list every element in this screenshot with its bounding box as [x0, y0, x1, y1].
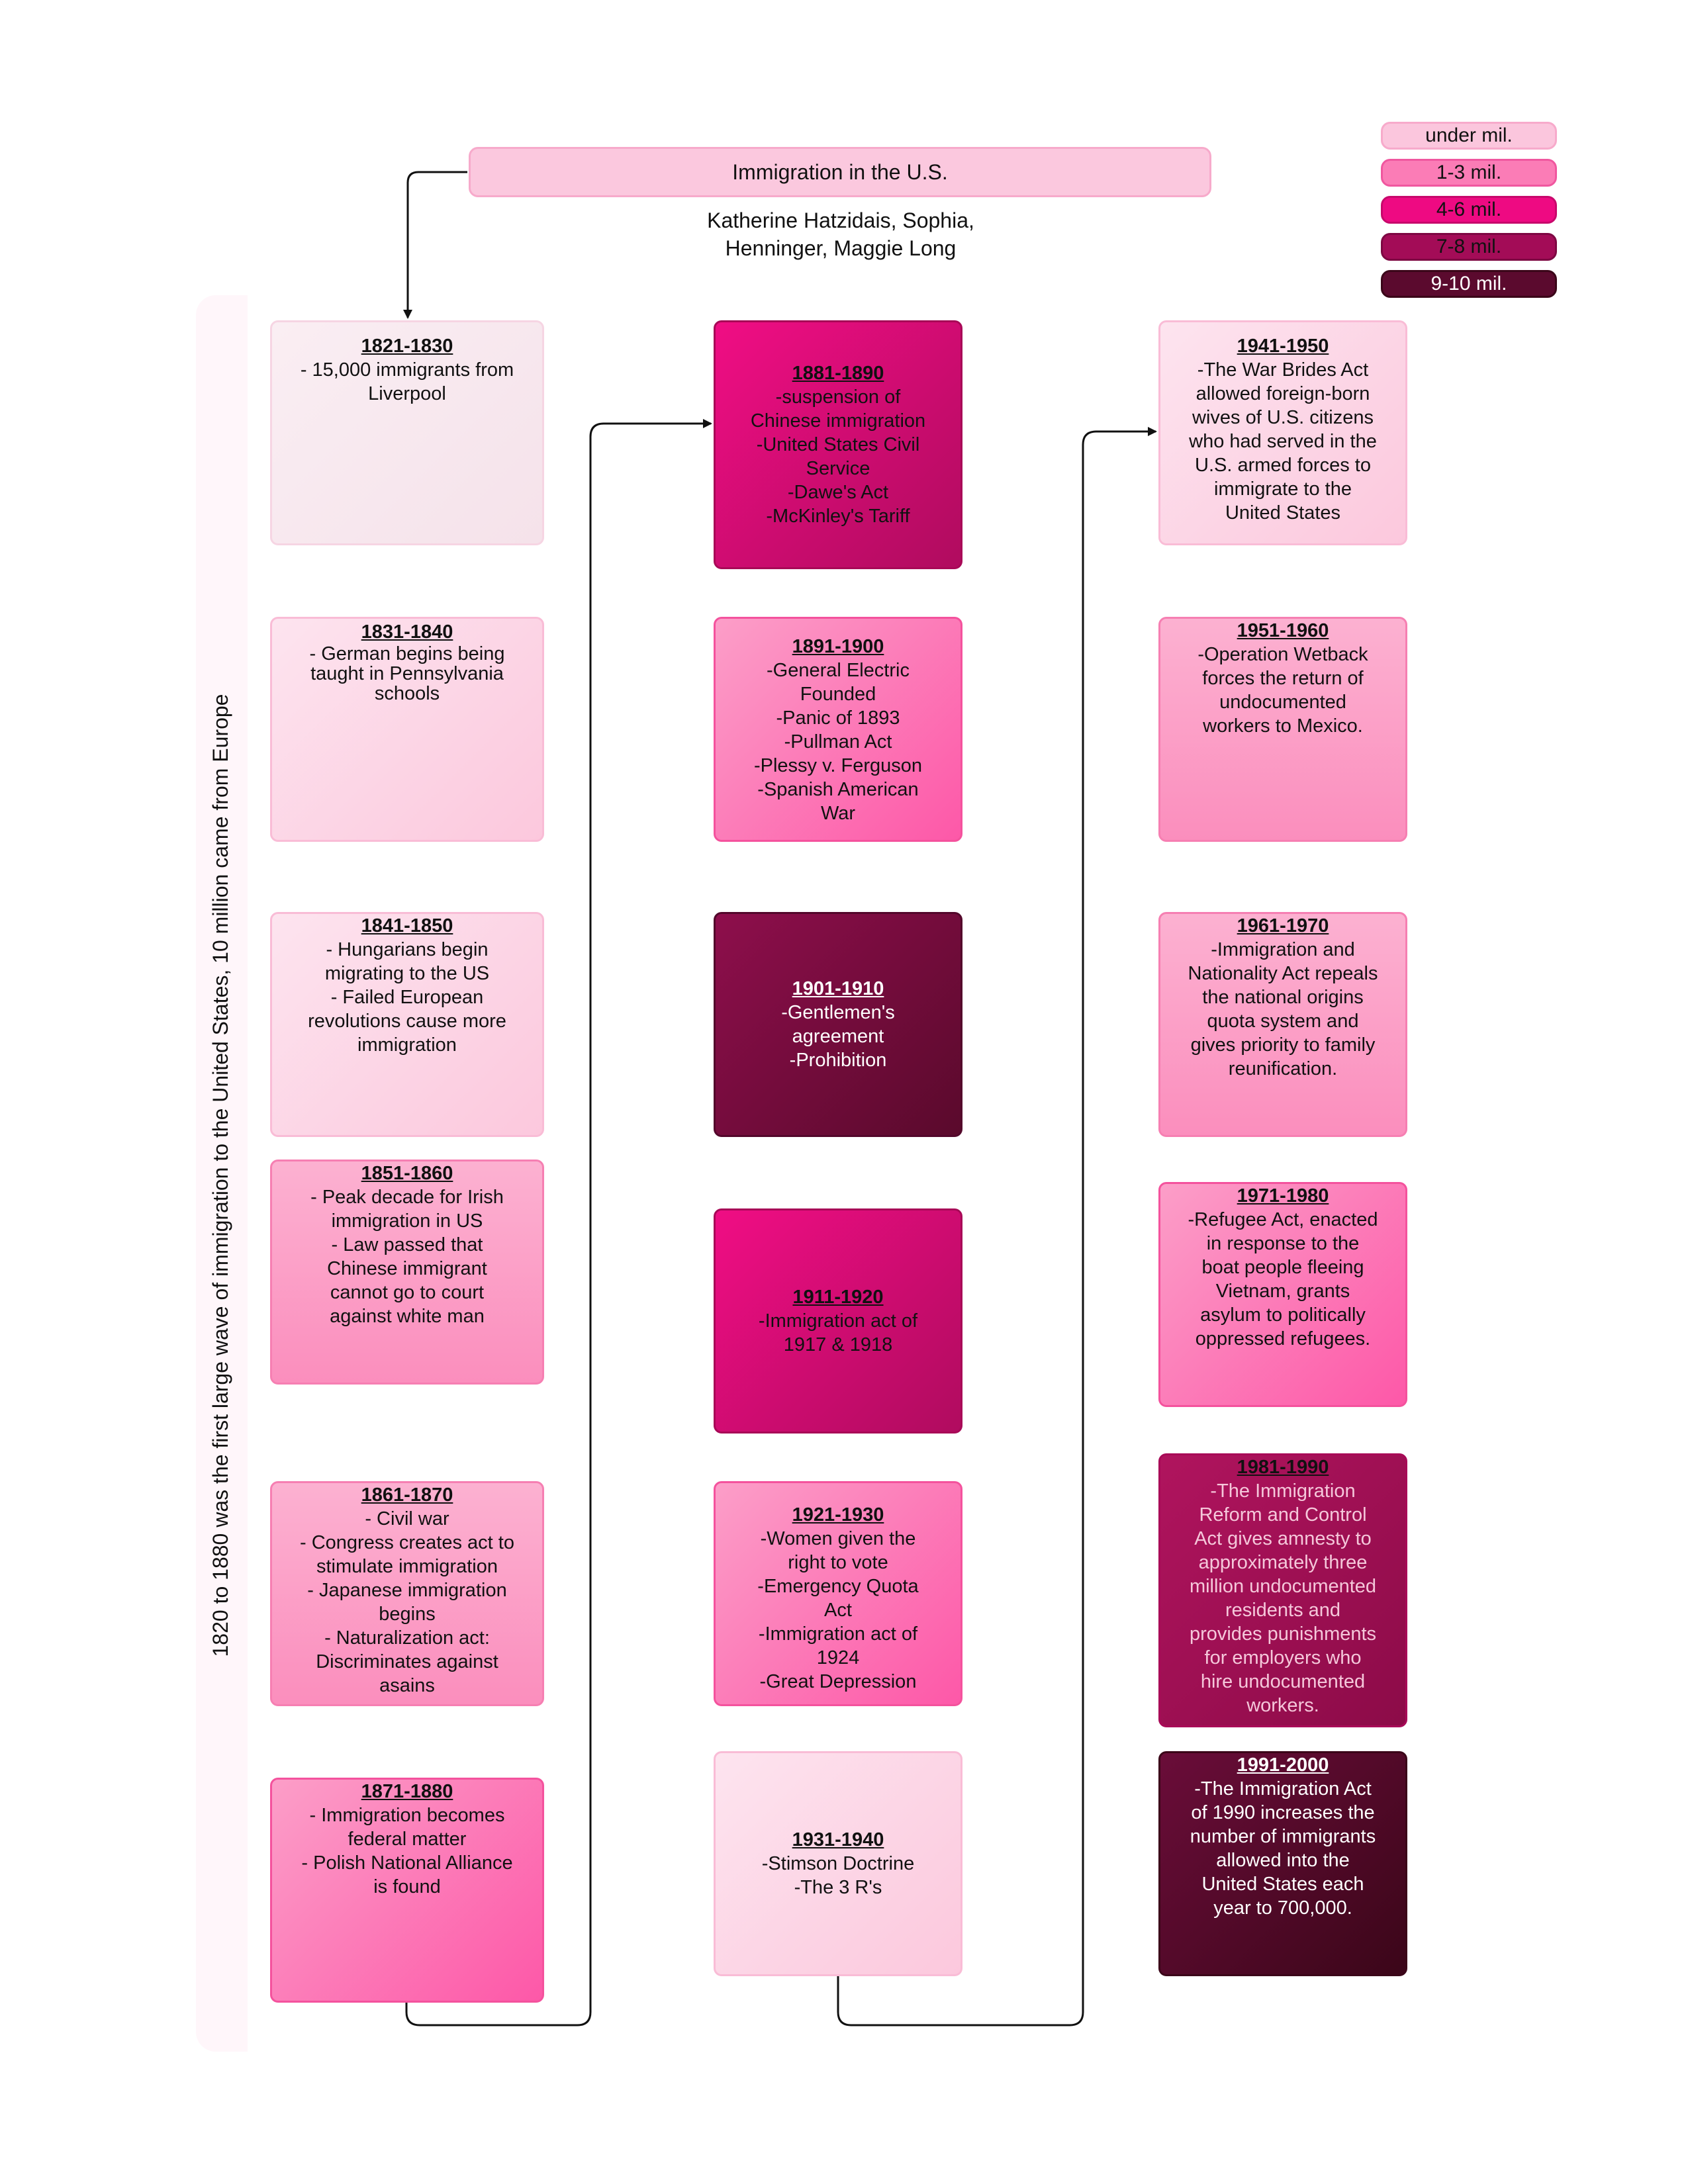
- decade-box-1881-1890: 1881-1890 -suspension of Chinese immigra…: [714, 320, 962, 569]
- arrow-title-to-1821: [403, 171, 467, 319]
- decade-text: -Gentlemen's agreement -Prohibition: [781, 1002, 895, 1071]
- authors-line-1: Katherine Hatzidais, Sophia,: [707, 208, 974, 232]
- decade-text: - Hungarians begin migrating to the US -…: [308, 939, 506, 1056]
- decade-text: -Women given the right to vote -Emergenc…: [757, 1528, 919, 1692]
- authors-line-2: Henninger, Maggie Long: [725, 236, 957, 260]
- decade-years: 1881-1890: [792, 363, 884, 384]
- decade-years: 1961-1970: [1237, 915, 1329, 936]
- decade-text: -Immigration and Nationality Act repeals…: [1188, 939, 1378, 1079]
- decade-years: 1921-1930: [792, 1504, 884, 1525]
- arrow-col2-to-col3: [837, 427, 1157, 2026]
- decade-text: -General Electric Founded -Panic of 1893…: [753, 660, 923, 824]
- decade-text: -Immigration act of 1917 & 1918: [758, 1310, 918, 1355]
- decade-years: 1951-1960: [1237, 620, 1329, 641]
- decade-years: 1871-1880: [361, 1781, 453, 1802]
- decade-box-1951-1960: 1951-1960 -Operation Wetback forces the …: [1158, 617, 1407, 842]
- decade-box-1971-1980: 1971-1980 -Refugee Act, enacted in respo…: [1158, 1182, 1407, 1407]
- decade-box-1831-1840: 1831-1840 - German begins being taught i…: [270, 617, 544, 842]
- decade-years: 1941-1950: [1237, 336, 1329, 357]
- decade-box-1931-1940: 1931-1940 -Stimson Doctrine -The 3 R's: [714, 1751, 962, 1976]
- decade-text: -Operation Wetback forces the return of …: [1197, 644, 1368, 737]
- decade-box-1961-1970: 1961-1970 -Immigration and Nationality A…: [1158, 912, 1407, 1137]
- decade-text: -The Immigration Act of 1990 increases t…: [1190, 1778, 1376, 1919]
- decade-text: -Stimson Doctrine -The 3 R's: [761, 1853, 915, 1898]
- decade-box-1851-1860: 1851-1860 - Peak decade for Irish immigr…: [270, 1160, 544, 1385]
- decade-years: 1931-1940: [792, 1829, 884, 1850]
- decade-text: - Immigration becomes federal matter - P…: [301, 1805, 513, 1897]
- decade-years: 1841-1850: [361, 915, 453, 936]
- decade-years: 1851-1860: [361, 1163, 453, 1184]
- decade-text: - Civil war - Congress creates act to st…: [300, 1508, 514, 1696]
- decade-text: - Peak decade for Irish immigration in U…: [310, 1187, 504, 1327]
- decade-text: -suspension of Chinese immigration -Unit…: [750, 387, 926, 527]
- decade-years: 1831-1840: [361, 621, 453, 643]
- decade-years: 1861-1870: [361, 1484, 453, 1506]
- decade-years: 1891-1900: [792, 636, 884, 657]
- decade-text: -The Immigration Reform and Control Act …: [1189, 1480, 1377, 1716]
- decade-box-1981-1990: 1981-1990 -The Immigration Reform and Co…: [1158, 1453, 1407, 1727]
- authors: Katherine Hatzidais, Sophia, Henninger, …: [596, 206, 1086, 262]
- decade-years: 1911-1920: [792, 1287, 884, 1308]
- decade-years: 1991-2000: [1237, 1754, 1329, 1776]
- page-title: Immigration in the U.S.: [469, 147, 1211, 197]
- decade-years: 1981-1990: [1237, 1457, 1329, 1478]
- decade-box-1891-1900: 1891-1900 -General Electric Founded -Pan…: [714, 617, 962, 842]
- decade-box-1921-1930: 1921-1930 -Women given the right to vote…: [714, 1481, 962, 1706]
- decade-box-1861-1870: 1861-1870 - Civil war - Congress creates…: [270, 1481, 544, 1706]
- decade-box-1941-1950: 1941-1950 -The War Brides Act allowed fo…: [1158, 320, 1407, 545]
- decade-text: -The War Brides Act allowed foreign-born…: [1189, 359, 1377, 523]
- legend-1-3-mil: 1-3 mil.: [1381, 159, 1557, 187]
- decade-text: - 15,000 immigrants from Liverpool: [300, 359, 514, 404]
- decade-box-1871-1880: 1871-1880 - Immigration becomes federal …: [270, 1778, 544, 2003]
- decade-box-1991-2000: 1991-2000 -The Immigration Act of 1990 i…: [1158, 1751, 1407, 1976]
- decade-years: 1971-1980: [1237, 1185, 1329, 1206]
- legend-under-mil: under mil.: [1381, 122, 1557, 150]
- decade-box-1911-1920: 1911-1920 -Immigration act of 1917 & 191…: [714, 1208, 962, 1433]
- decade-years: 1901-1910: [792, 978, 884, 999]
- decade-box-1821-1830: 1821-1830 - 15,000 immigrants from Liver…: [270, 320, 544, 545]
- legend-4-6-mil: 4-6 mil.: [1381, 196, 1557, 224]
- legend-9-10-mil: 9-10 mil.: [1381, 270, 1557, 298]
- decade-box-1901-1910: 1901-1910 -Gentlemen's agreement -Prohib…: [714, 912, 962, 1137]
- decade-text: -Refugee Act, enacted in response to the…: [1188, 1209, 1378, 1349]
- arrow-col1-to-col2: [405, 419, 712, 2026]
- decade-text: - German begins being taught in Pennsylv…: [309, 643, 505, 704]
- legend-7-8-mil: 7-8 mil.: [1381, 233, 1557, 261]
- decade-years: 1821-1830: [361, 336, 453, 357]
- decade-box-1841-1850: 1841-1850 - Hungarians begin migrating t…: [270, 912, 544, 1137]
